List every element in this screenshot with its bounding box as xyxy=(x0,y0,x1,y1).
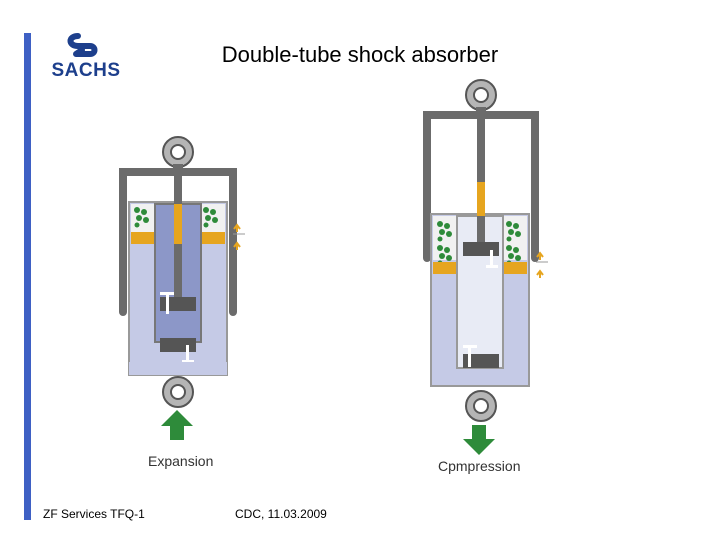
logo-text: SACHS xyxy=(51,60,121,81)
footer-center: CDC, 11.03.2009 xyxy=(235,507,327,521)
expansion-absorber xyxy=(119,136,245,408)
arrow-down-icon xyxy=(463,425,495,455)
compression-label: Cpmpression xyxy=(438,458,521,474)
arrow-up-icon xyxy=(161,410,193,440)
footer-left: ZF Services TFQ-1 xyxy=(43,507,145,521)
slide-title: Double-tube shock absorber xyxy=(221,42,499,67)
compression-absorber xyxy=(423,79,548,422)
expansion-label: Expansion xyxy=(148,453,214,469)
sachs-logo-icon xyxy=(67,33,98,57)
accent-bar xyxy=(24,33,31,520)
